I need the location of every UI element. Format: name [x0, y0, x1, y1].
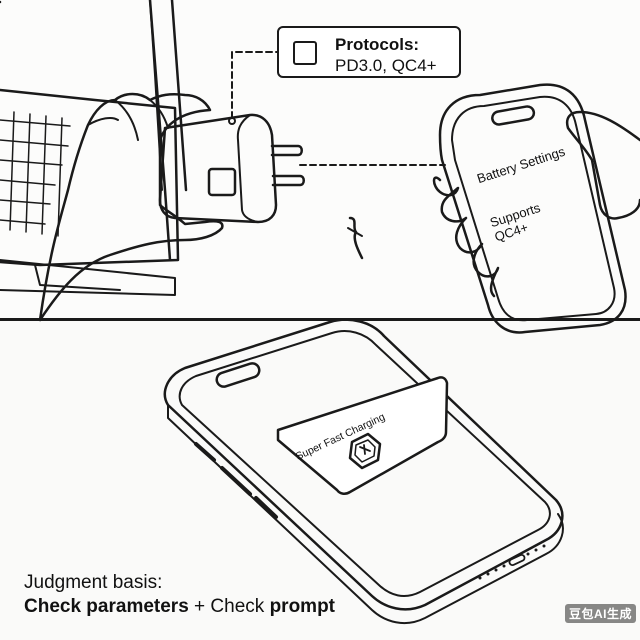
- trackpad: [34, 264, 121, 291]
- phone-speaker-dots: [478, 544, 546, 580]
- caption-part-c: prompt: [269, 596, 335, 617]
- charger: [158, 113, 278, 224]
- caption-line-2: Check parameters + Check prompt: [24, 595, 335, 619]
- connector-callout: [231, 51, 278, 119]
- right-fingers: [432, 176, 500, 298]
- panel-divider: [0, 318, 640, 321]
- charger-prong-bottom: [271, 174, 305, 187]
- keyboard: [0, 111, 71, 237]
- charger-prong-top: [270, 144, 303, 157]
- right-hand: [565, 110, 640, 220]
- badge-hex-icon: [348, 432, 382, 470]
- tilde-mark: [348, 216, 364, 260]
- callout-title: Protocols:: [335, 35, 420, 54]
- caption-plus: +: [188, 596, 211, 617]
- phone-top-notch: [491, 105, 536, 126]
- callout-value: PD3.0, QC4+: [335, 56, 437, 75]
- protocols-callout: Protocols: PD3.0, QC4+: [277, 26, 461, 78]
- laptop-base: [0, 88, 180, 267]
- phone-top: [438, 83, 627, 334]
- caption-part-a: Check parameters: [24, 596, 189, 617]
- phone-bottom-notch: [215, 362, 261, 388]
- caption: Judgment basis: Check parameters + Check…: [24, 571, 335, 619]
- watermark: 豆包AI生成: [565, 604, 637, 623]
- phone-side-buttons: [194, 442, 278, 519]
- phone-bottom: [163, 318, 564, 611]
- caption-line-1: Judgment basis:: [24, 572, 163, 593]
- charger-usb-port: [207, 167, 237, 197]
- protocol-square-icon: [293, 41, 317, 65]
- caption-part-b: Check: [210, 596, 270, 617]
- bottom-panel: [0, 321, 640, 640]
- left-hand: [38, 92, 224, 322]
